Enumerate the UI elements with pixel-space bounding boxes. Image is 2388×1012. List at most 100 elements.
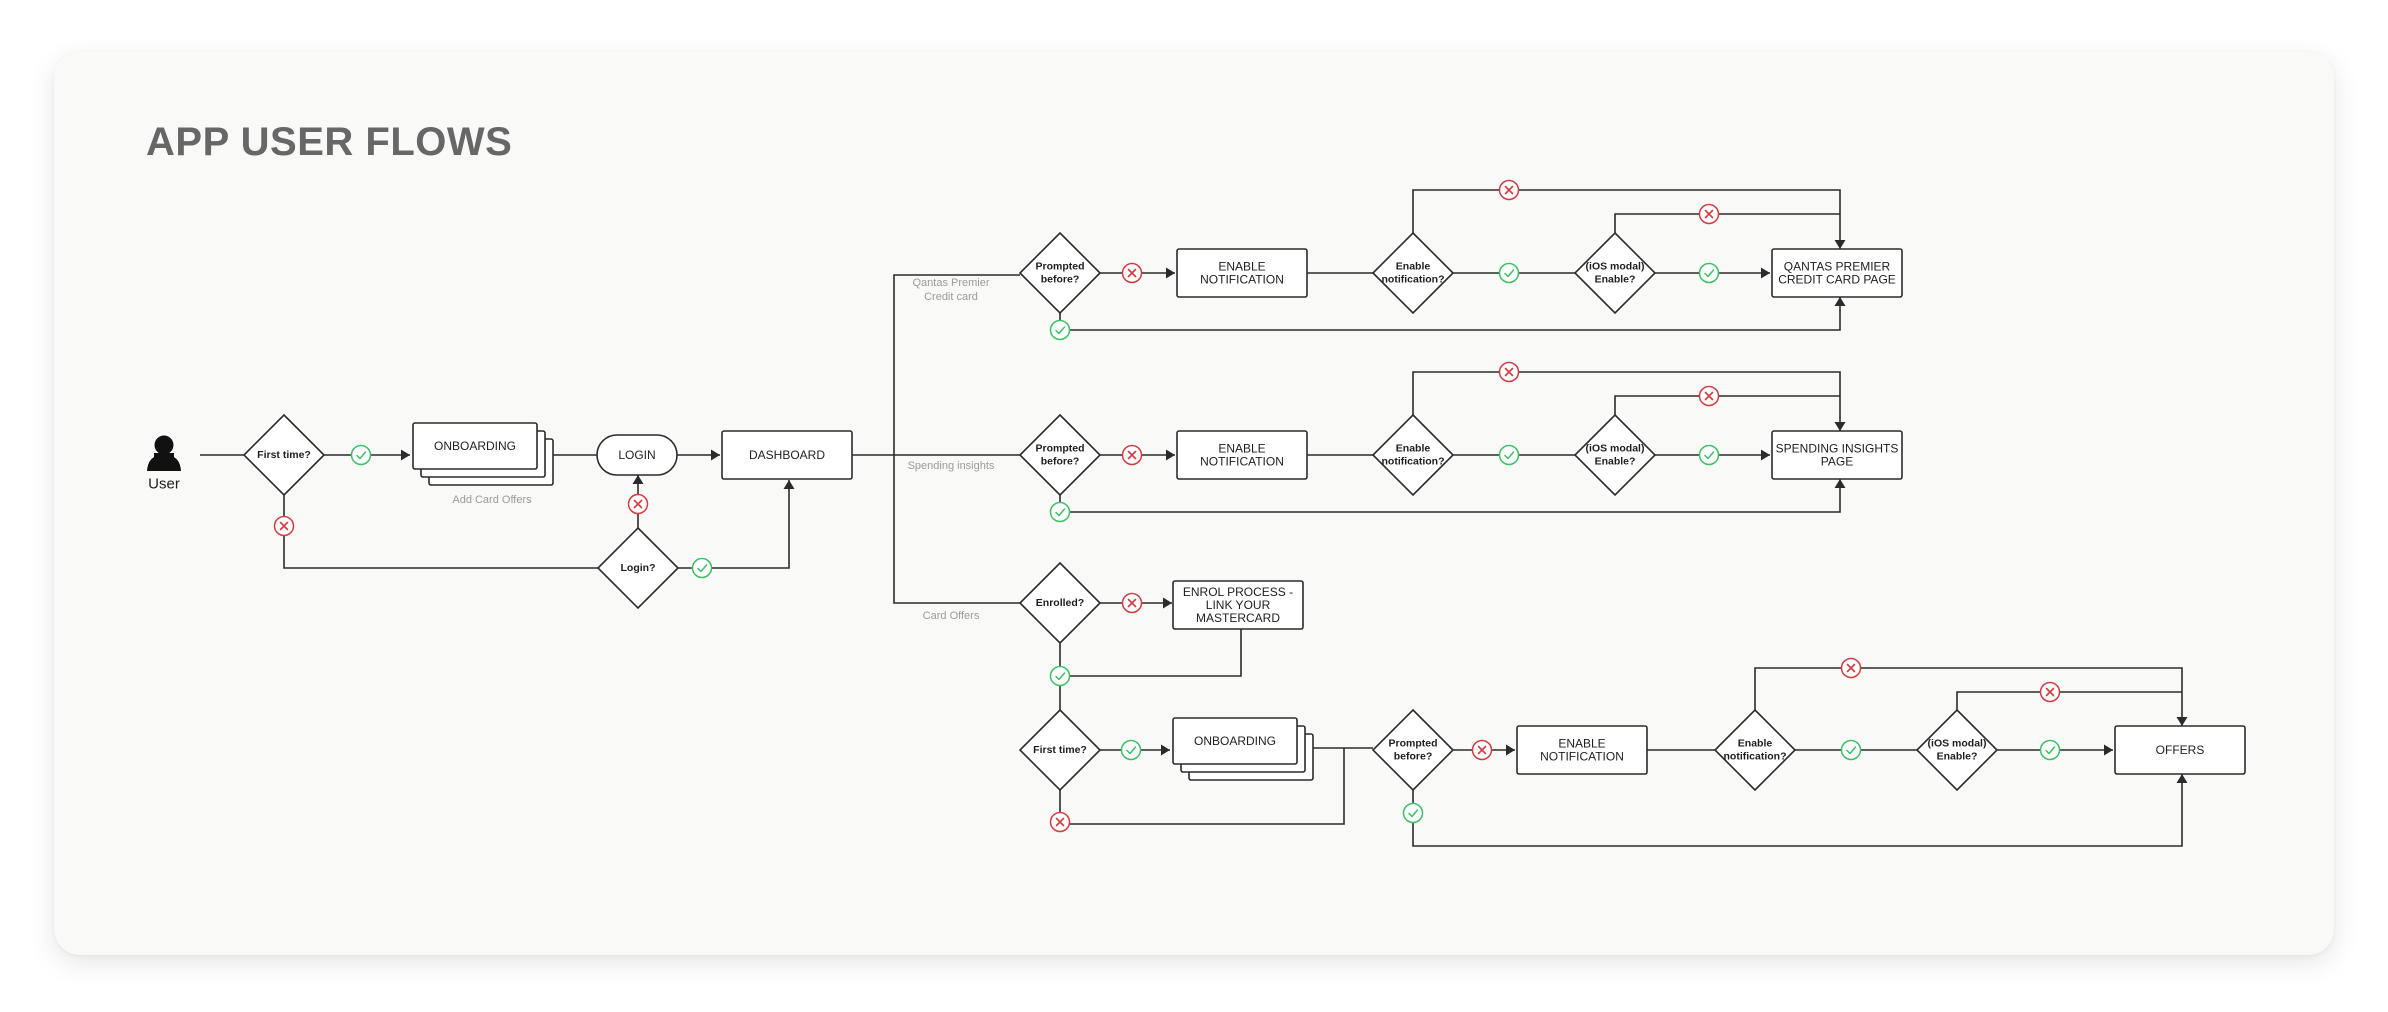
connector <box>1956 691 2182 710</box>
arrowhead <box>783 480 795 489</box>
arrowhead <box>632 475 644 484</box>
x-circle-icon <box>1498 179 1520 201</box>
check-circle-icon <box>1049 319 1071 341</box>
x-circle-icon <box>1121 592 1143 614</box>
arrowhead <box>1166 449 1175 461</box>
spending-insights-page-box-label: SPENDING INSIGHTS <box>1776 442 1899 456</box>
card-offers-branch-label: Card Offers <box>923 610 980 622</box>
check-circle-icon <box>350 444 372 466</box>
arrowhead <box>401 449 410 461</box>
qantas-branch-label: Qantas Premier <box>912 277 989 289</box>
check-circle-icon <box>1498 262 1520 284</box>
x-circle-icon <box>1498 361 1520 383</box>
offers-box <box>2114 725 2246 775</box>
page-title: APP USER FLOWS <box>146 120 513 164</box>
x-circle-icon <box>1121 444 1143 466</box>
first-time-decision-2 <box>1018 708 1102 792</box>
ios-modal-decision-label: Enable? <box>1937 751 1978 763</box>
enable-notification-decision <box>1371 413 1455 497</box>
enable-notification-decision-label: notification? <box>1382 274 1445 286</box>
connector <box>1614 213 1840 233</box>
x-circle-icon <box>1121 262 1143 284</box>
connector <box>1412 774 2183 847</box>
check-circle-icon <box>1402 802 1424 824</box>
enrol-process-box-label: ENROL PROCESS - <box>1183 585 1293 599</box>
spending-branch-label: Spending insights <box>908 460 995 472</box>
arrowhead <box>1161 744 1170 756</box>
arrowhead <box>1834 240 1846 249</box>
connector <box>1412 189 1841 249</box>
enable-notification-decision-label: Enable <box>1396 261 1431 273</box>
check-circle-icon <box>1049 501 1071 523</box>
ios-modal-decision-label: (iOS modal) <box>1928 738 1987 750</box>
prompted-before-decision <box>1018 413 1102 497</box>
enable-notification-box-label: ENABLE <box>1218 442 1265 456</box>
enable-notification-box-label: ENABLE <box>1558 737 1605 751</box>
login-pill <box>596 434 678 476</box>
prompted-before-decision <box>1371 708 1455 792</box>
spending-insights-page-box-label: PAGE <box>1821 455 1853 469</box>
arrowhead <box>2176 717 2188 726</box>
dashboard-box <box>721 430 853 480</box>
check-circle-icon <box>691 557 713 579</box>
arrowhead <box>711 449 720 461</box>
enable-notification-box-label: NOTIFICATION <box>1200 273 1284 287</box>
ios-modal-decision-label: (iOS modal) <box>1586 261 1645 273</box>
offers-box-label: OFFERS <box>2156 743 2205 757</box>
ios-modal-decision-label: (iOS modal) <box>1586 443 1645 455</box>
dashboard-box-label: DASHBOARD <box>749 448 825 462</box>
flow-shapes <box>147 231 2246 792</box>
enable-notification-box <box>1516 725 1648 775</box>
check-circle-icon <box>2039 739 2061 761</box>
decision-markers <box>273 179 2061 833</box>
add-card-offers-label: Add Card Offers <box>452 494 532 506</box>
first-time-decision-2-label: First time? <box>1033 744 1087 756</box>
x-circle-icon <box>1698 385 1720 407</box>
x-circle-icon <box>1049 811 1071 833</box>
enable-notification-decision <box>1371 231 1455 315</box>
enable-notification-decision-label: Enable <box>1396 443 1431 455</box>
enrol-process-box <box>1172 580 1304 630</box>
prompted-before-decision-label: before? <box>1394 751 1433 763</box>
arrowhead <box>1761 267 1770 279</box>
diagram-card <box>54 52 2334 955</box>
login-decision <box>596 526 680 610</box>
enrol-process-box-label: LINK YOUR <box>1206 598 1271 612</box>
enable-notification-decision-label: Enable <box>1738 738 1773 750</box>
enable-notification-decision-label: notification? <box>1382 456 1445 468</box>
enrol-process-box-label: MASTERCARD <box>1196 611 1280 625</box>
onboarding-stack-label: ONBOARDING <box>434 439 516 453</box>
user-label: User <box>148 476 180 493</box>
ios-modal-decision <box>1915 708 1999 792</box>
onboarding-stack <box>412 422 538 470</box>
x-circle-icon <box>1698 203 1720 225</box>
x-circle-icon <box>1840 657 1862 679</box>
connector <box>283 495 598 569</box>
check-circle-icon <box>1120 739 1142 761</box>
qantas-branch-label: Credit card <box>924 291 978 303</box>
connector <box>1059 297 1841 331</box>
connector <box>1059 479 1841 513</box>
arrowhead <box>2104 744 2113 756</box>
enable-notification-box-label: ENABLE <box>1218 260 1265 274</box>
check-circle-icon <box>1049 665 1071 687</box>
onboarding-stack-2-label: ONBOARDING <box>1194 734 1276 748</box>
check-circle-icon <box>1698 262 1720 284</box>
connector <box>1059 748 1345 825</box>
ios-modal-decision-label: Enable? <box>1595 274 1636 286</box>
login-decision-label: Login? <box>621 562 656 574</box>
arrowhead <box>1506 744 1515 756</box>
arrowhead <box>1834 422 1846 431</box>
ios-modal-decision-label: Enable? <box>1595 456 1636 468</box>
enrolled-decision-label: Enrolled? <box>1036 597 1084 609</box>
connector <box>1754 667 2183 726</box>
prompted-before-decision-label: Prompted <box>1035 261 1084 273</box>
x-circle-icon <box>273 515 295 537</box>
enable-notification-box-label: NOTIFICATION <box>1200 455 1284 469</box>
connector <box>893 274 1020 604</box>
arrowhead <box>1834 297 1846 306</box>
connector <box>678 480 790 569</box>
x-circle-icon <box>1471 739 1493 761</box>
